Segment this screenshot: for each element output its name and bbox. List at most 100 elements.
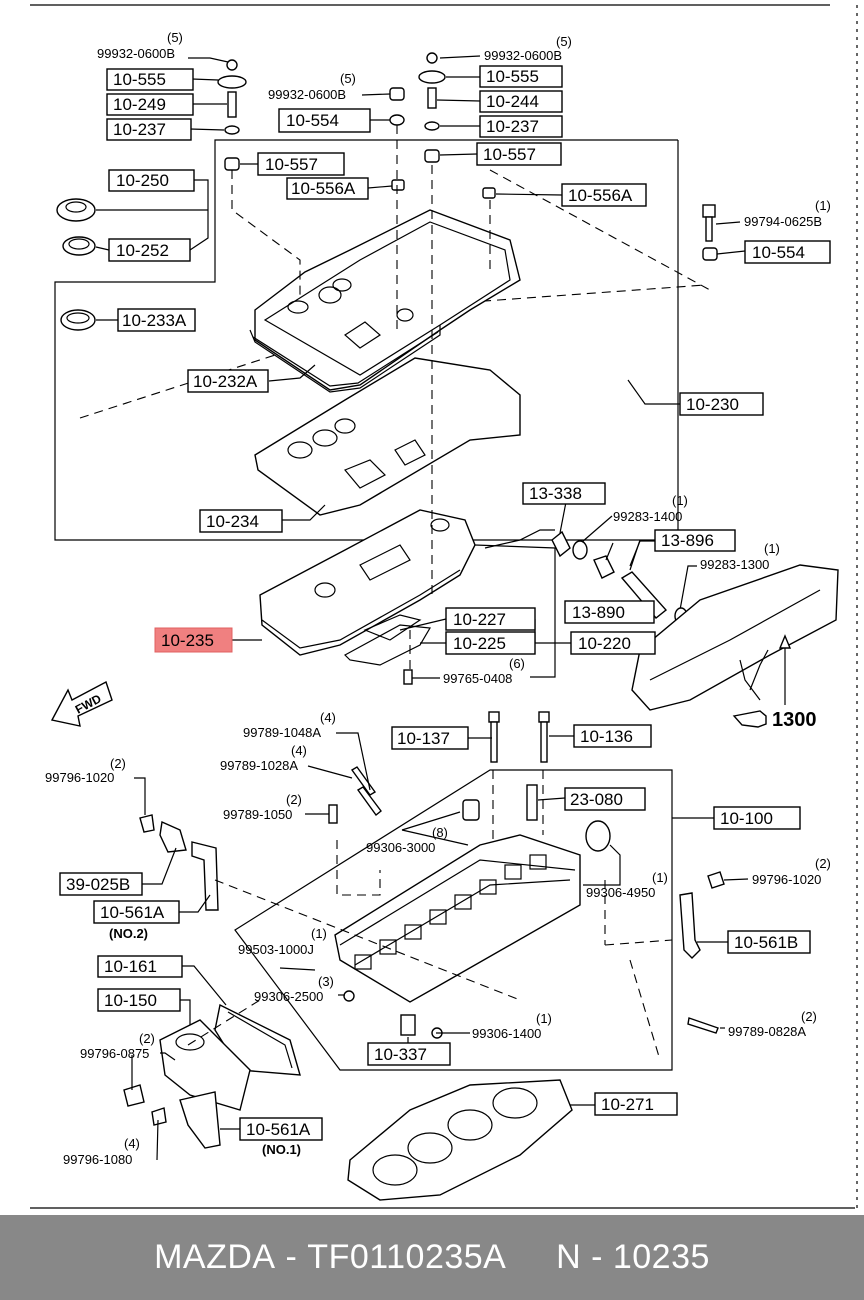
svg-text:10-556A: 10-556A	[568, 186, 633, 205]
callout-10-556a-left: 10-556A	[286, 177, 369, 200]
svg-text:10-161: 10-161	[104, 957, 157, 976]
svg-text:10-557: 10-557	[483, 145, 536, 164]
callout-10-225: 10-225	[445, 631, 536, 655]
qty-label: (1)	[536, 1011, 552, 1026]
callout-10-554-top: 10-554	[278, 108, 371, 133]
callout-23-080: 23-080	[564, 787, 646, 811]
qty-label: (1)	[764, 541, 780, 556]
svg-text:10-249: 10-249	[113, 95, 166, 114]
svg-text:10-150: 10-150	[104, 991, 157, 1010]
svg-text:10-237: 10-237	[486, 117, 539, 136]
footer-bar: MAZDA - TF0110235A N - 10235	[0, 1215, 864, 1300]
callout-10-234: 10-234	[199, 509, 283, 533]
pointing-hand-icon	[732, 710, 767, 728]
svg-text:10-232A: 10-232A	[193, 372, 258, 391]
part-number-label: 99789-0828A	[728, 1024, 806, 1039]
qty-label: (4)	[124, 1136, 140, 1151]
qty-label: (5)	[556, 34, 572, 49]
callout-10-249: 10-249	[106, 93, 194, 116]
callout-10-556a-right: 10-556A	[561, 183, 647, 207]
qty-label: (2)	[110, 756, 126, 771]
svg-text:10-250: 10-250	[116, 171, 169, 190]
qty-label: (2)	[139, 1031, 155, 1046]
part-number: TF0110235A	[307, 1238, 507, 1276]
part-number-label: 99789-1028A	[220, 758, 298, 773]
callout-39-025b: 39-025B	[59, 872, 143, 896]
part-number-label: 99283-1300	[700, 557, 769, 572]
callout-10-137: 10-137	[391, 726, 469, 750]
callout-10-100: 10-100	[713, 806, 801, 830]
callout-10-561a-no2: 10-561A	[93, 900, 180, 924]
callout-10-271: 10-271	[594, 1092, 678, 1116]
svg-text:10-252: 10-252	[116, 241, 169, 260]
part-number-label: 99789-1050	[223, 807, 292, 822]
callout-10-220: 10-220	[570, 631, 656, 655]
svg-text:13-338: 13-338	[529, 484, 582, 503]
svg-text:23-080: 23-080	[570, 790, 623, 809]
callout-10-555-left: 10-555	[106, 68, 194, 91]
svg-text:10-337: 10-337	[374, 1045, 427, 1064]
callout-13-890: 13-890	[564, 600, 655, 624]
qty-label: (8)	[432, 825, 448, 840]
qty-label: (1)	[672, 493, 688, 508]
qty-label: (6)	[509, 656, 525, 671]
qty-label: (1)	[311, 926, 327, 941]
part-number-label: 99932-0600B	[268, 87, 346, 102]
qty-label: (5)	[340, 71, 356, 86]
svg-text:13-890: 13-890	[572, 603, 625, 622]
callout-10-161: 10-161	[97, 955, 183, 978]
callout-10-237-right: 10-237	[479, 115, 563, 138]
callout-10-250: 10-250	[108, 169, 195, 192]
svg-text:10-557: 10-557	[265, 155, 318, 174]
part-number-label: 99796-1020	[45, 770, 114, 785]
ref-1300: 1300	[772, 709, 817, 731]
callout-10-554-right: 10-554	[744, 240, 831, 264]
part-number-label: 99765-0408	[443, 671, 512, 686]
callout-10-244: 10-244	[479, 90, 563, 113]
qty-label: (1)	[652, 870, 668, 885]
callout-10-557-right: 10-557	[476, 142, 562, 166]
part-number-label: 99306-1400	[472, 1026, 541, 1041]
qty-label: (3)	[318, 974, 334, 989]
part-number-label: 99306-2500	[254, 989, 323, 1004]
part-number-label: 99932-0600B	[97, 46, 175, 61]
part-number-label: 99503-1000J	[238, 942, 314, 957]
svg-text:13-896: 13-896	[661, 531, 714, 550]
qty-label: (2)	[815, 856, 831, 871]
part-number-label: 99932-0600B	[484, 48, 562, 63]
svg-text:10-554: 10-554	[286, 111, 339, 130]
svg-text:10-225: 10-225	[453, 634, 506, 653]
svg-text:10-561A: 10-561A	[246, 1120, 311, 1139]
svg-text:10-235: 10-235	[161, 631, 214, 650]
callout-13-338: 13-338	[522, 482, 606, 505]
svg-text:10-271: 10-271	[601, 1095, 654, 1114]
callout-10-233a: 10-233A	[117, 308, 196, 332]
part-number-label: 99283-1400	[613, 509, 682, 524]
part-number-label: 99306-4950	[586, 885, 655, 900]
part-number-label: 99796-1020	[752, 872, 821, 887]
callout-10-237-left: 10-237	[106, 118, 192, 141]
callout-10-235-highlighted: 10-235	[154, 627, 233, 653]
callout-10-232a: 10-232A	[187, 369, 269, 393]
svg-text:10-227: 10-227	[453, 610, 506, 629]
part-number-label: 99306-3000	[366, 840, 435, 855]
part-number-label: 99789-1048A	[243, 725, 321, 740]
qty-label: (4)	[291, 743, 307, 758]
svg-text:10-237: 10-237	[113, 120, 166, 139]
qty-label: (2)	[286, 792, 302, 807]
callout-10-230: 10-230	[679, 392, 764, 416]
fwd-arrow-icon	[50, 680, 113, 727]
svg-text:10-555: 10-555	[486, 67, 539, 86]
svg-text:10-137: 10-137	[397, 729, 450, 748]
svg-text:10-100: 10-100	[720, 809, 773, 828]
part-number-label: 99794-0625B	[744, 214, 822, 229]
svg-text:10-555: 10-555	[113, 70, 166, 89]
footer-text: MAZDA - TF0110235A N - 10235	[154, 1238, 710, 1276]
callout-10-136: 10-136	[573, 724, 652, 748]
svg-text:39-025B: 39-025B	[66, 875, 130, 894]
callout-10-561b: 10-561B	[727, 930, 811, 954]
part-number-label: 99796-1080	[63, 1152, 132, 1167]
callout-10-150: 10-150	[97, 988, 181, 1012]
svg-text:10-136: 10-136	[580, 727, 633, 746]
callout-10-337: 10-337	[367, 1042, 451, 1066]
